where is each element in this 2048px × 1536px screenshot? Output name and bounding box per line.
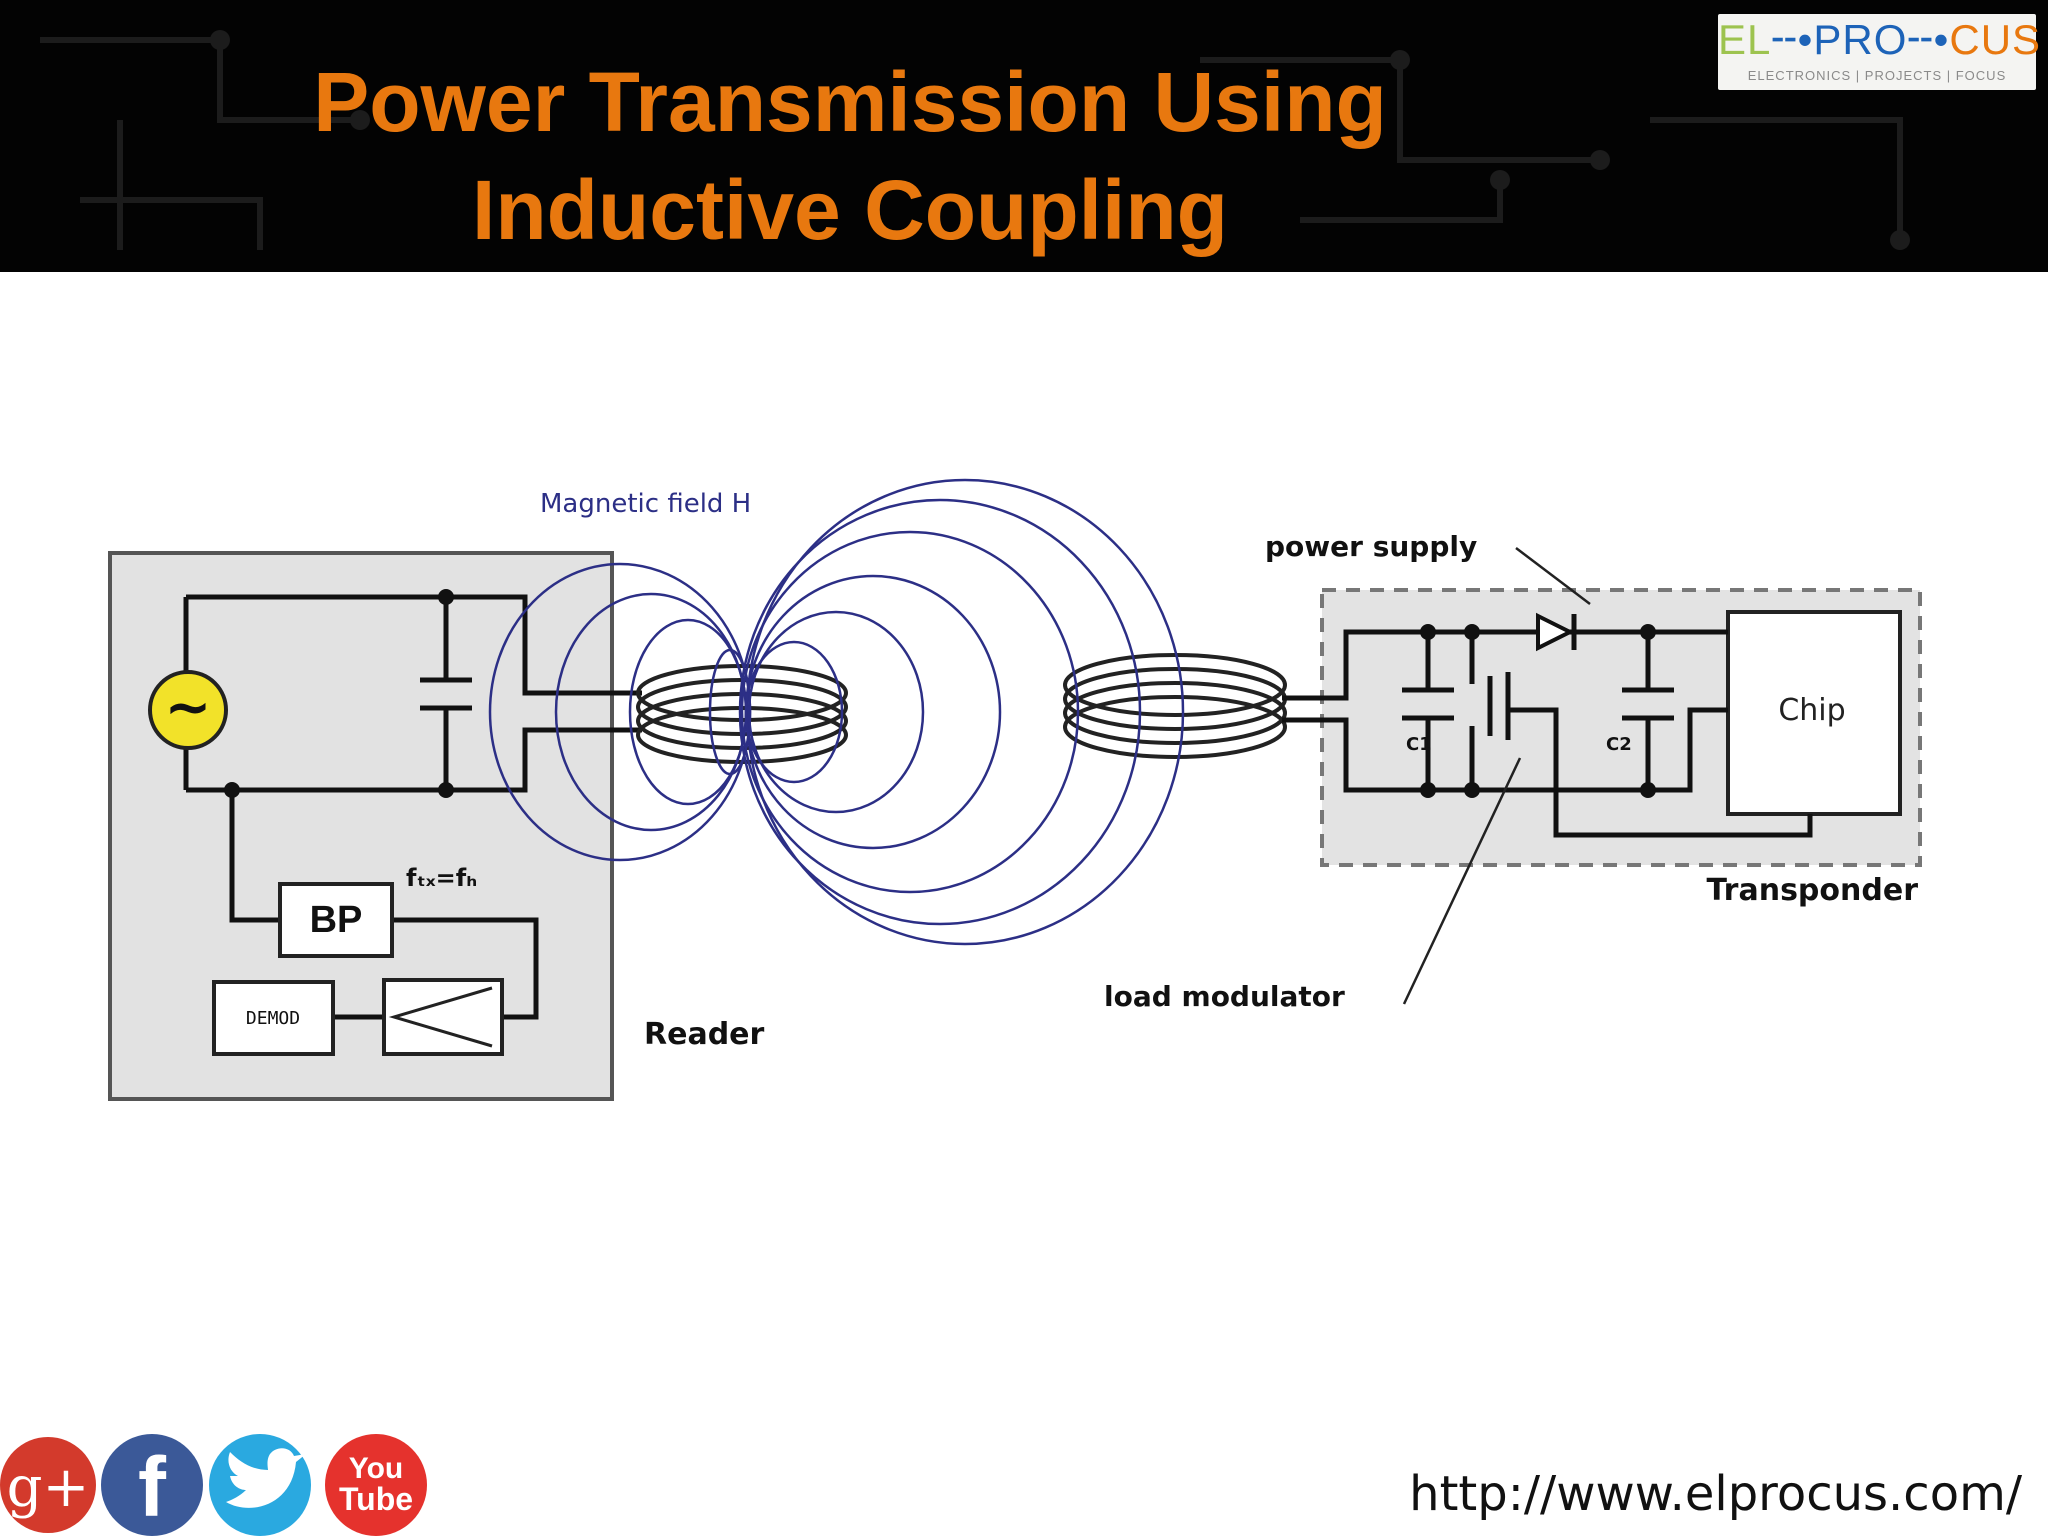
header-bar: Power Transmission Using Inductive Coupl… xyxy=(0,0,2048,272)
ac-source-symbol: ~ xyxy=(165,675,212,740)
load-modulator-label: load modulator xyxy=(1104,980,1345,1013)
reader-label: Reader xyxy=(644,1017,765,1052)
magnetic-field-label: Magnetic field H xyxy=(540,489,751,519)
facebook-glyph: f xyxy=(138,1440,167,1534)
c2-label: C2 xyxy=(1606,734,1632,755)
twitter-bird-icon xyxy=(226,1448,306,1508)
logo-arrow-icon: ╌• xyxy=(1907,16,1950,63)
amplifier-triangle-icon xyxy=(388,986,493,1048)
google-plus-glyph: g+ xyxy=(7,1455,90,1520)
chip-box xyxy=(1726,610,1902,816)
inductive-coupling-diagram: ~ BP DEMOD fₜₓ=fₕ xyxy=(108,478,1922,1101)
pointer-lines xyxy=(1402,547,1591,1005)
transponder-coil xyxy=(1063,653,1287,759)
twitter-icon[interactable] xyxy=(209,1434,311,1536)
logo-part-el: EL xyxy=(1718,16,1772,63)
social-icons: g+ f You Tube xyxy=(0,1434,427,1536)
logo-part-cus: CUS xyxy=(1949,16,2042,63)
frequency-label: fₜₓ=fₕ xyxy=(406,864,477,892)
ac-source-icon xyxy=(148,670,228,750)
power-supply-label: power supply xyxy=(1265,530,1477,563)
youtube-icon[interactable]: You Tube xyxy=(325,1434,427,1536)
bp-label: BP xyxy=(310,899,363,941)
reader-box xyxy=(108,551,614,1101)
reader-circuit xyxy=(183,594,642,1020)
website-url[interactable]: http://www.elprocus.com/ xyxy=(1409,1466,2022,1522)
bp-block xyxy=(278,882,394,958)
logo-part-pro: PRO xyxy=(1813,16,1908,63)
reader-junctions xyxy=(224,589,454,798)
transponder-label: Transponder xyxy=(1707,873,1919,908)
title-line-1: Power Transmission Using xyxy=(313,55,1387,149)
facebook-icon[interactable]: f xyxy=(101,1434,203,1536)
transponder-coil-leads xyxy=(1282,695,1322,723)
google-plus-icon[interactable]: g+ xyxy=(0,1437,96,1533)
logo-tagline: ELECTRONICS | PROJECTS | FOCUS xyxy=(1747,68,2007,83)
demod-label: DEMOD xyxy=(246,1008,300,1029)
youtube-line-2: Tube xyxy=(339,1481,413,1517)
demod-block xyxy=(212,980,335,1056)
transponder-junctions xyxy=(1420,624,1656,798)
chip-label: Chip xyxy=(1778,693,1845,728)
c1-label: C1 xyxy=(1406,734,1432,755)
diode-icon xyxy=(1536,612,1575,652)
circuit-pattern-background xyxy=(40,30,1910,250)
logo-wordmark: EL╌•PRO╌•CUS xyxy=(1718,16,2040,64)
logo-arrow-icon: ╌• xyxy=(1771,16,1814,63)
magnetic-field-lines xyxy=(488,478,1185,946)
youtube-line-1: You xyxy=(349,1452,403,1485)
page-title: Power Transmission Using Inductive Coupl… xyxy=(0,48,1700,264)
elprocus-logo[interactable]: EL╌•PRO╌•CUS ELECTRONICS | PROJECTS | FO… xyxy=(1718,14,2040,90)
title-line-2: Inductive Coupling xyxy=(472,163,1228,257)
